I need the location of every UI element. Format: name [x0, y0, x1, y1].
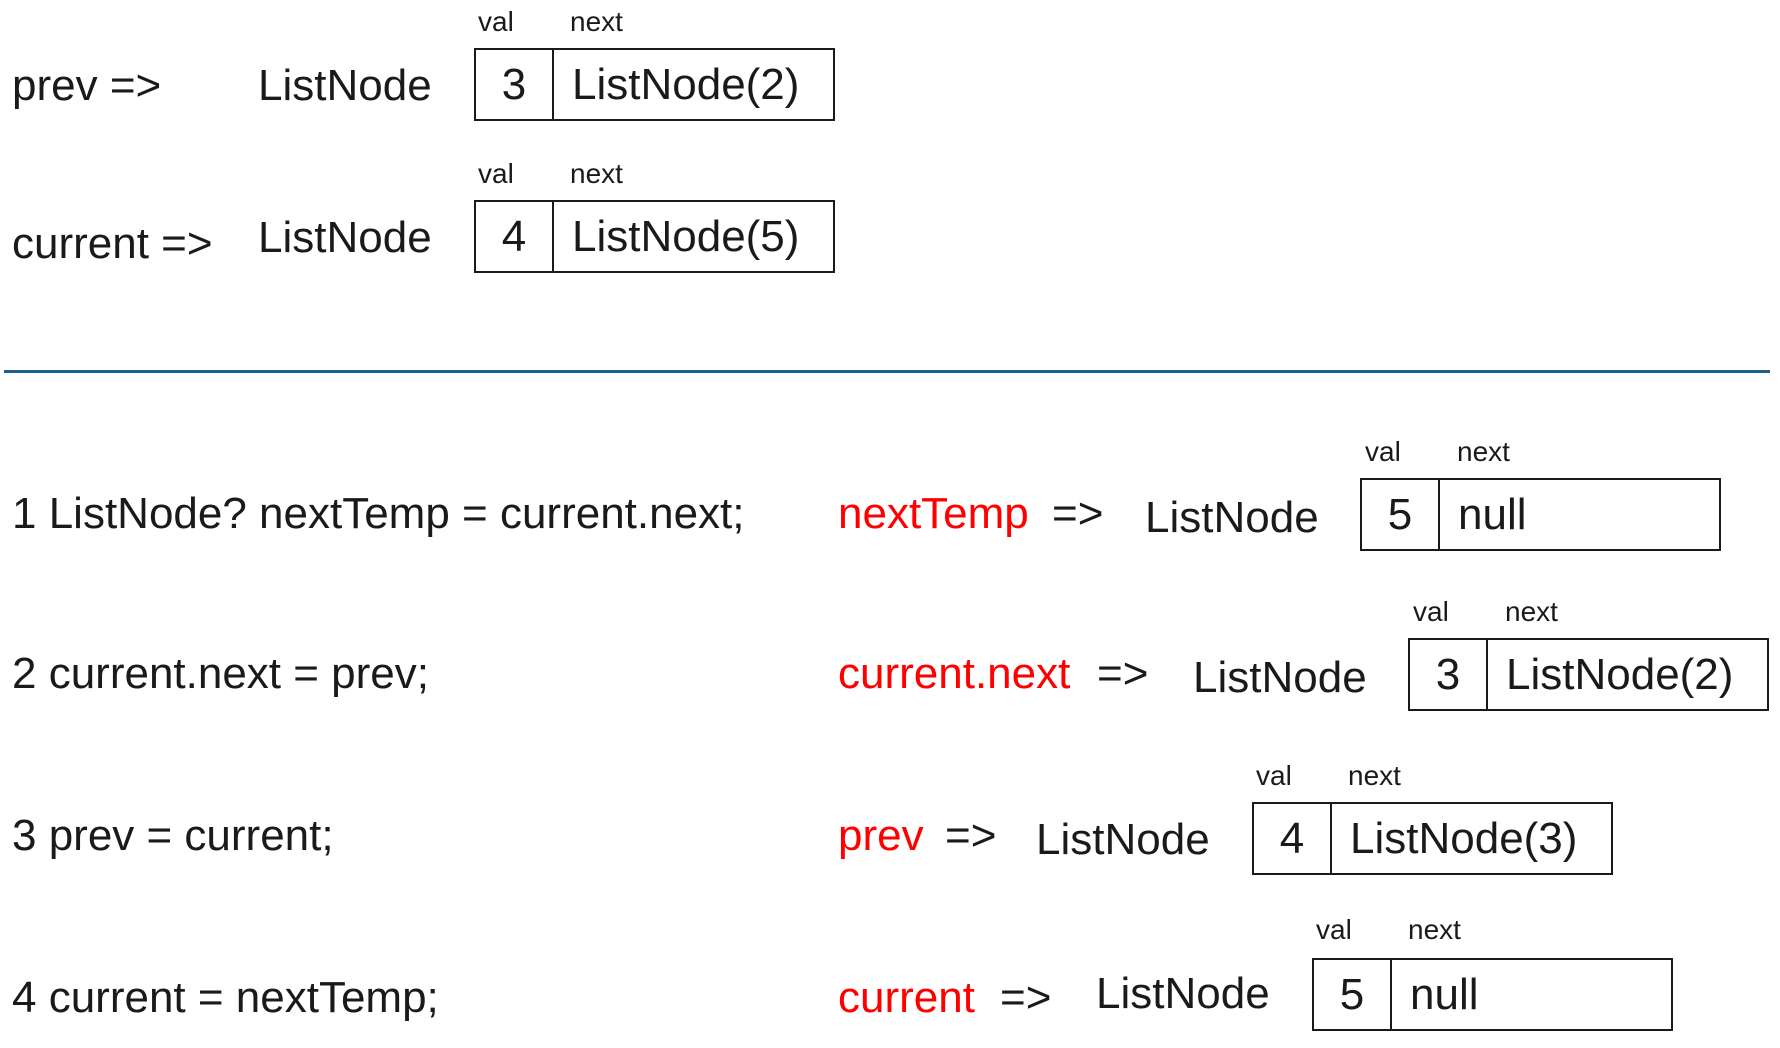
step-4-val-header: val [1316, 914, 1352, 945]
step-1-var: nextTemp [838, 489, 1029, 538]
step-2-var: current.next [838, 649, 1071, 698]
step-1-val-header: val [1365, 436, 1401, 467]
step-4-code: 4 current = nextTemp; [12, 973, 439, 1022]
step-1-type: ListNode [1145, 493, 1319, 542]
step-1-code: 1 ListNode? nextTemp = current.next; [12, 489, 745, 538]
section-divider [4, 370, 1770, 373]
step-3-node-val: 4 [1254, 804, 1332, 873]
step-3-node-box: 4 ListNode(3) [1252, 802, 1613, 875]
step-4-type: ListNode [1096, 969, 1270, 1018]
current-label: current => [12, 219, 213, 268]
current-node-box: 4 ListNode(5) [474, 200, 835, 273]
step-3-type: ListNode [1036, 815, 1210, 864]
step-2-type: ListNode [1193, 653, 1367, 702]
prev-label: prev => [12, 61, 162, 110]
step-4-node-box: 5 null [1312, 958, 1673, 1031]
step-4-node-val: 5 [1314, 960, 1392, 1029]
step-4-var: current [838, 973, 975, 1022]
prev-node-box: 3 ListNode(2) [474, 48, 835, 121]
step-1-next-header: next [1457, 436, 1510, 467]
step-3-node-next: ListNode(3) [1350, 813, 1578, 863]
current-type: ListNode [258, 213, 432, 262]
step-3-var: prev [838, 811, 924, 860]
current-next-header: next [570, 158, 623, 189]
current-node-val: 4 [476, 202, 554, 271]
step-4-next-header: next [1408, 914, 1461, 945]
prev-node-val: 3 [476, 50, 554, 119]
step-1-arrow: => [1052, 489, 1104, 538]
step-3-code: 3 prev = current; [12, 811, 334, 860]
current-node-next: ListNode(5) [572, 211, 800, 261]
step-3-next-header: next [1348, 760, 1401, 791]
step-2-node-next: ListNode(2) [1506, 649, 1734, 699]
step-2-arrow: => [1097, 649, 1149, 698]
prev-next-header: next [570, 6, 623, 37]
step-2-code: 2 current.next = prev; [12, 649, 429, 698]
step-1-node-next: null [1458, 489, 1527, 539]
step-2-val-header: val [1413, 596, 1449, 627]
prev-node-next: ListNode(2) [572, 59, 800, 109]
step-2-node-box: 3 ListNode(2) [1408, 638, 1769, 711]
step-1-node-val: 5 [1362, 480, 1440, 549]
step-4-node-next: null [1410, 969, 1479, 1019]
step-2-node-val: 3 [1410, 640, 1488, 709]
step-3-arrow: => [945, 811, 997, 860]
step-2-next-header: next [1505, 596, 1558, 627]
current-val-header: val [478, 158, 514, 189]
step-4-arrow: => [1000, 973, 1052, 1022]
prev-type: ListNode [258, 61, 432, 110]
step-3-val-header: val [1256, 760, 1292, 791]
step-1-node-box: 5 null [1360, 478, 1721, 551]
prev-val-header: val [478, 6, 514, 37]
